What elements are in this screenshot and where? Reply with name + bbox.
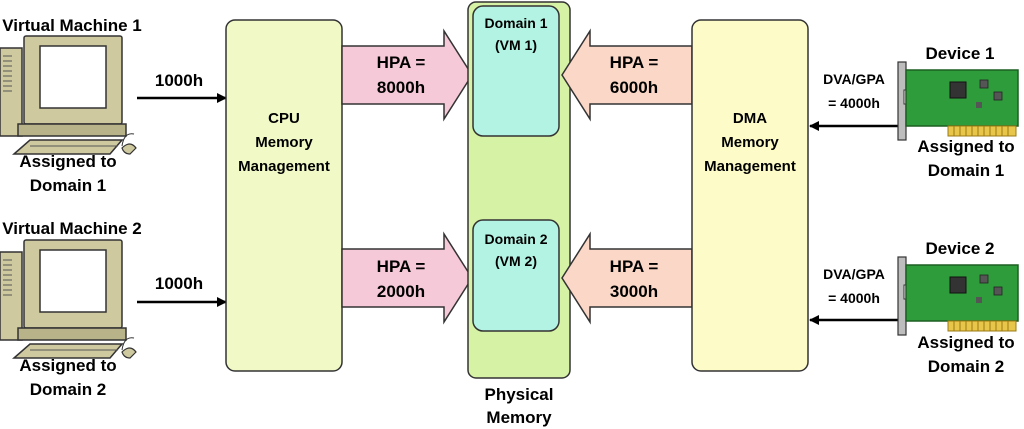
dma-hpa1-line2: 6000h <box>610 78 658 97</box>
vm2-address-label: 1000h <box>155 274 203 293</box>
vm1-title: Virtual Machine 1 <box>2 16 142 35</box>
device1-addr-line1: DVA/GPA <box>823 71 885 87</box>
cpu-hpa2-line1: HPA = <box>377 257 426 276</box>
cpu-hpa1-line2: 8000h <box>377 78 425 97</box>
device2-addr-line2: = 4000h <box>828 290 880 306</box>
dma-box-line3: Management <box>704 158 796 175</box>
cpu-box-line3: Management <box>238 158 330 175</box>
pci-card-icon <box>897 61 1019 141</box>
desktop-computer-icon <box>0 239 137 359</box>
physical-memory-label-line1: Physical <box>485 385 554 404</box>
device2-title: Device 2 <box>926 239 995 258</box>
dma-memory-management-box <box>691 19 809 372</box>
vm2-caption-line2: Domain 2 <box>30 380 107 399</box>
vm1-address-label: 1000h <box>155 71 203 90</box>
dma-box-line1: DMA <box>733 110 767 127</box>
domain1-line1: Domain 1 <box>484 15 547 31</box>
domain1-line2: (VM 1) <box>495 37 537 53</box>
pci-card-icon <box>897 256 1019 336</box>
device1-caption-line1: Assigned to <box>917 137 1014 156</box>
desktop-computer-icon <box>0 35 137 155</box>
cpu-memory-management-box <box>225 19 343 372</box>
domain1-region <box>472 5 560 137</box>
device1-caption-line2: Domain 1 <box>928 161 1005 180</box>
cpu-box-line1: CPU <box>268 110 300 127</box>
cpu-hpa-arrow-1 <box>341 28 473 122</box>
vm1-caption-line1: Assigned to <box>19 152 116 171</box>
cpu-hpa-arrow-2 <box>341 231 473 325</box>
physical-memory-label-line2: Memory <box>486 408 552 427</box>
cpu-hpa1-line1: HPA = <box>377 53 426 72</box>
domain2-line1: Domain 2 <box>484 231 547 247</box>
device2-caption-line1: Assigned to <box>917 333 1014 352</box>
device2-addr-line1: DVA/GPA <box>823 266 885 282</box>
domain2-region <box>472 219 560 332</box>
dma-hpa-arrow-2 <box>561 231 693 325</box>
vm1-caption-line2: Domain 1 <box>30 176 107 195</box>
vm2-title: Virtual Machine 2 <box>2 219 142 238</box>
device1-title: Device 1 <box>926 44 995 63</box>
device1-addr-line2: = 4000h <box>828 95 880 111</box>
dma-hpa1-line1: HPA = <box>610 53 659 72</box>
dma-hpa-arrow-1 <box>561 28 693 122</box>
cpu-hpa2-line2: 2000h <box>377 282 425 301</box>
dma-box-line2: Memory <box>721 134 779 151</box>
dma-hpa2-line2: 3000h <box>610 282 658 301</box>
vm2-caption-line1: Assigned to <box>19 356 116 375</box>
cpu-box-line2: Memory <box>255 134 313 151</box>
domain2-line2: (VM 2) <box>495 253 537 269</box>
device2-caption-line2: Domain 2 <box>928 357 1005 376</box>
dma-hpa2-line1: HPA = <box>610 257 659 276</box>
